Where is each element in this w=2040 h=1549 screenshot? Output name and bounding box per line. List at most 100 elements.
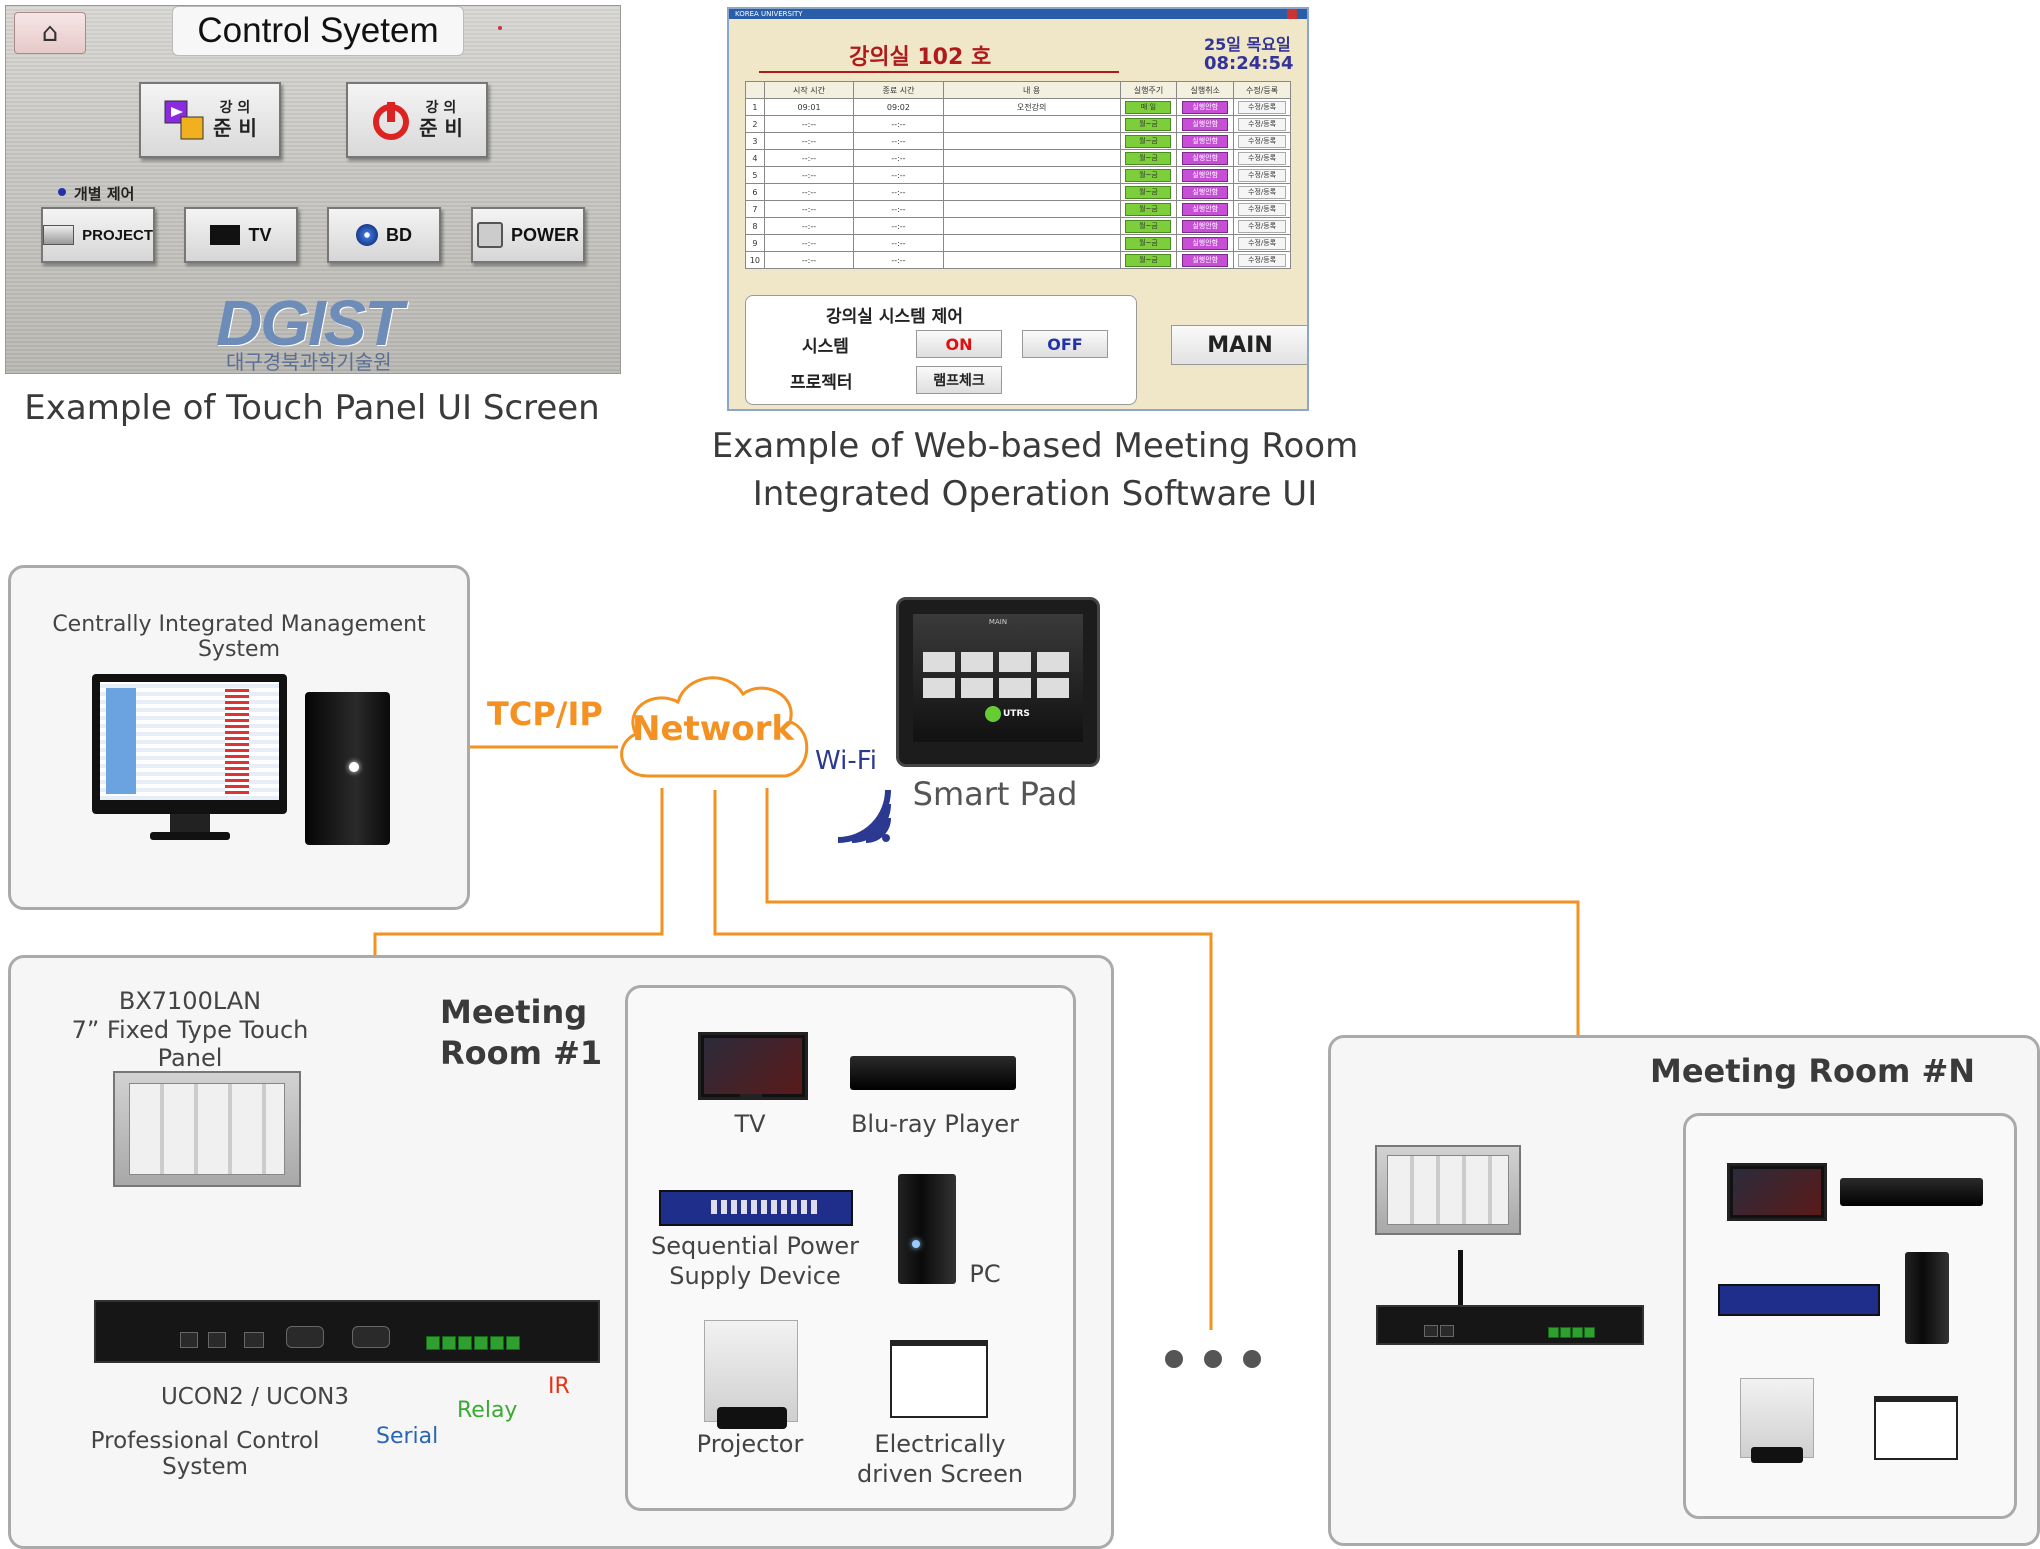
- row-cancel-button[interactable]: 실행안함: [1182, 253, 1229, 267]
- table-cell: 실행안함: [1176, 200, 1235, 218]
- spsd-label-line2: Supply Device: [669, 1262, 841, 1290]
- projector-icon: [43, 225, 75, 245]
- smart-pad-image: MAIN UTRS: [896, 597, 1100, 767]
- bd-button[interactable]: BD: [327, 207, 441, 263]
- table-cell: 수정/등록: [1233, 132, 1291, 150]
- row-edit-button[interactable]: 수정/등록: [1238, 253, 1287, 267]
- pc-tower-image: [305, 692, 390, 845]
- home-icon: ⌂: [41, 18, 59, 48]
- row-end: --:--: [853, 251, 944, 269]
- row-cancel-button[interactable]: 실행안함: [1182, 134, 1229, 148]
- web-ui-screenshot: KOREA UNIVERSITY 강의실 102 호 25일 목요일 08:24…: [727, 7, 1309, 411]
- row-cancel-button[interactable]: 실행안함: [1182, 202, 1229, 216]
- system-on-button[interactable]: ON: [916, 330, 1002, 358]
- panel-desc-label: 7” Fixed Type Touch Panel: [71, 1016, 309, 1072]
- row-content: [942, 251, 1121, 269]
- section-bullet-icon: [58, 188, 66, 196]
- monitor-image: [92, 674, 287, 814]
- row-cycle-button[interactable]: 월~금: [1125, 219, 1172, 233]
- row-edit-button[interactable]: 수정/등록: [1238, 168, 1287, 182]
- project-button[interactable]: PROJECT: [41, 207, 155, 263]
- row-cancel-button[interactable]: 실행안함: [1182, 236, 1229, 250]
- row-cancel-button[interactable]: 실행안함: [1182, 117, 1229, 131]
- row-edit-button[interactable]: 수정/등록: [1238, 151, 1287, 165]
- row-cycle-button[interactable]: 월~금: [1125, 168, 1172, 182]
- tv-label: TV: [248, 224, 272, 245]
- system-control-panel: 강의실 시스템 제어 시스템 ON OFF 프로젝터 램프체크: [745, 295, 1137, 405]
- roomN-spsd-image: [1718, 1284, 1880, 1316]
- prep1-label-top: 강 의: [219, 100, 251, 117]
- row-edit-button[interactable]: 수정/등록: [1238, 236, 1287, 250]
- table-header-row: 시작 시간 종료 시간 내 용 실행주기 실행취소 수정/등록: [745, 81, 1291, 99]
- table-cell: 월~금: [1119, 251, 1178, 269]
- row-edit-button[interactable]: 수정/등록: [1238, 100, 1287, 114]
- roomN-pc-image: [1905, 1252, 1949, 1344]
- row-edit-button[interactable]: 수정/등록: [1238, 202, 1287, 216]
- wifi-icon: [837, 789, 891, 843]
- roomN-bluray-image: [1840, 1178, 1983, 1206]
- row-cancel-button[interactable]: 실행안함: [1182, 100, 1229, 114]
- lecture-prep-button-2[interactable]: 강 의 준 비: [346, 82, 488, 158]
- section-label: 개별 제어: [74, 185, 135, 203]
- serial-label: Serial: [376, 1424, 439, 1449]
- row-cycle-button[interactable]: 월~금: [1125, 185, 1172, 199]
- table-cell: 월~금: [1119, 149, 1178, 167]
- table-cell: 수정/등록: [1233, 98, 1291, 116]
- screen-label-line2: driven Screen: [856, 1460, 1024, 1488]
- row-cancel-button[interactable]: 실행안함: [1182, 185, 1229, 199]
- row-cycle-button[interactable]: 매 일: [1125, 100, 1172, 114]
- table-cell: 수정/등록: [1233, 115, 1291, 133]
- row-cycle-button[interactable]: 월~금: [1125, 117, 1172, 131]
- ucon-model-label: UCON2 / UCON3: [160, 1384, 350, 1410]
- main-button[interactable]: MAIN: [1171, 325, 1307, 365]
- power-button[interactable]: POWER: [471, 207, 585, 263]
- network-cloud-icon: [620, 676, 809, 778]
- table-cell: 수정/등록: [1233, 149, 1291, 167]
- row-cycle-button[interactable]: 월~금: [1125, 202, 1172, 216]
- table-cell: 월~금: [1119, 166, 1178, 184]
- control-title: 강의실 시스템 제어: [826, 307, 963, 327]
- lamp-check-button[interactable]: 램프체크: [916, 366, 1002, 394]
- row-cycle-button[interactable]: 월~금: [1125, 253, 1172, 267]
- row-cycle-button[interactable]: 월~금: [1125, 236, 1172, 250]
- row-edit-button[interactable]: 수정/등록: [1238, 185, 1287, 199]
- titlebar-close-icon[interactable]: [1287, 9, 1297, 19]
- row-cancel-button[interactable]: 실행안함: [1182, 168, 1229, 182]
- dgist-logo: DGIST: [216, 287, 404, 359]
- table-cell: 수정/등록: [1233, 251, 1291, 269]
- prep2-label-bottom: 준 비: [419, 115, 463, 140]
- antenna-icon: [1458, 1250, 1463, 1306]
- monitor-stand: [170, 814, 210, 834]
- roomN-projector-image: [1740, 1378, 1814, 1463]
- row-edit-button[interactable]: 수정/등록: [1238, 134, 1287, 148]
- home-button[interactable]: ⌂: [14, 12, 86, 54]
- ellipsis-dot: [1165, 1350, 1183, 1368]
- system-off-button[interactable]: OFF: [1022, 330, 1108, 358]
- time-label: 08:24:54: [1204, 53, 1294, 74]
- row-cycle-button[interactable]: 월~금: [1125, 151, 1172, 165]
- row-cancel-button[interactable]: 실행안함: [1182, 151, 1229, 165]
- network-label: Network: [632, 709, 794, 749]
- tv-stand: [740, 1094, 762, 1100]
- row-edit-button[interactable]: 수정/등록: [1238, 117, 1287, 131]
- globe-icon: [985, 706, 1001, 722]
- spsd-label-line1: Sequential Power: [650, 1232, 860, 1260]
- row-edit-button[interactable]: 수정/등록: [1238, 219, 1287, 233]
- table-cell: 월~금: [1119, 217, 1178, 235]
- disc-icon: [356, 224, 378, 246]
- tv-button[interactable]: TV: [184, 207, 298, 263]
- table-cell: 수정/등록: [1233, 183, 1291, 201]
- projector-device-image: [704, 1320, 798, 1429]
- smart-pad-label: Smart Pad: [912, 775, 1078, 813]
- lecture-prep-button-1[interactable]: 강 의 준 비: [139, 82, 281, 158]
- projector-label: 프로젝터: [790, 373, 853, 393]
- room-underline: [759, 71, 1119, 73]
- date-label: 25일 목요일: [1204, 35, 1291, 54]
- row-cancel-button[interactable]: 실행안함: [1182, 219, 1229, 233]
- relay-label: Relay: [457, 1398, 518, 1423]
- row-cycle-button[interactable]: 월~금: [1125, 134, 1172, 148]
